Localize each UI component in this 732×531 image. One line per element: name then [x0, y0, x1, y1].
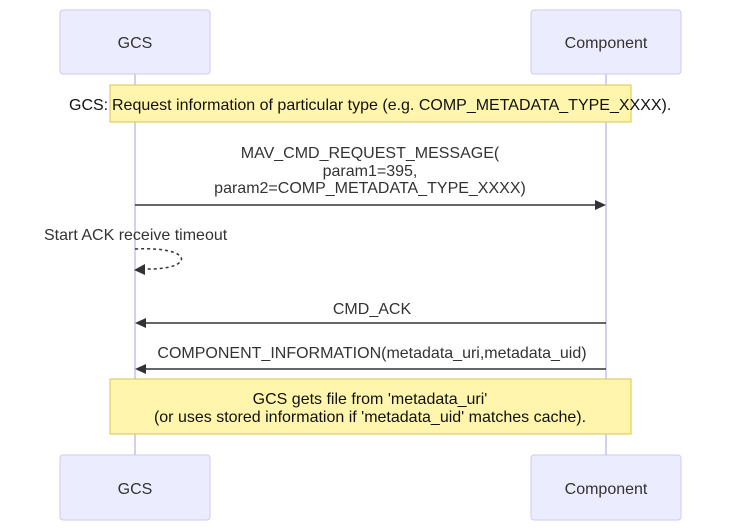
actor-component-bottom-label: Component	[565, 481, 648, 498]
actor-gcs-bottom-box	[59, 454, 211, 521]
message-cmd-ack-arrowhead	[135, 318, 146, 328]
note-request-information-box	[109, 84, 632, 123]
note-gets-file-line2: (or uses stored information if 'metadata…	[154, 409, 586, 426]
actor-component-bottom: Component	[530, 454, 682, 521]
message-start-timeout: Start ACK receive timeout	[44, 227, 228, 275]
message-request-message-label-line2: param1=395,	[323, 163, 418, 180]
message-cmd-ack: CMD_ACK	[135, 301, 606, 328]
message-request-message-arrowhead	[595, 200, 606, 210]
message-component-information: COMPONENT_INFORMATION(metadata_uri,metad…	[135, 345, 606, 374]
message-request-message-label-line1: MAV_CMD_REQUEST_MESSAGE(	[241, 145, 500, 162]
actor-component-top: Component	[530, 9, 682, 75]
note-gets-file-line1: GCS gets file from 'metadata_uri'	[253, 391, 488, 408]
actor-gcs-top: GCS	[59, 9, 211, 75]
message-start-timeout-arrowhead	[134, 264, 145, 275]
note-request-information-prefix: GCS:	[69, 97, 108, 114]
message-start-timeout-loop	[134, 248, 183, 270]
actor-gcs-top-label: GCS	[118, 35, 153, 52]
actor-gcs-top-box	[59, 9, 211, 75]
actor-gcs-bottom: GCS	[59, 454, 211, 521]
message-start-timeout-label: Start ACK receive timeout	[44, 227, 228, 244]
actor-component-bottom-box	[530, 454, 682, 521]
actor-component-top-box	[530, 9, 682, 75]
note-gets-file-box	[109, 378, 632, 435]
message-cmd-ack-label: CMD_ACK	[333, 301, 412, 318]
actor-component-top-label: Component	[565, 35, 648, 52]
note-gets-file: GCS gets file from 'metadata_uri' (or us…	[109, 378, 632, 435]
note-request-information-text: Request information of particular type (…	[112, 97, 671, 114]
actor-gcs-bottom-label: GCS	[118, 481, 153, 498]
message-component-information-label: COMPONENT_INFORMATION(metadata_uri,metad…	[157, 345, 586, 362]
message-request-message: MAV_CMD_REQUEST_MESSAGE( param1=395, par…	[135, 145, 606, 210]
message-request-message-label-line3: param2=COMP_METADATA_TYPE_XXXX)	[214, 180, 526, 197]
message-component-information-arrowhead	[135, 364, 146, 374]
note-request-information: GCS: Request information of particular t…	[69, 84, 671, 123]
